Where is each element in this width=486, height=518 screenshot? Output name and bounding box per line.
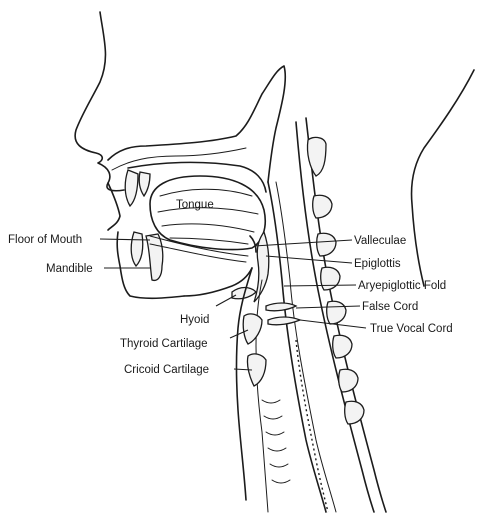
thyroid-cartilage — [243, 314, 262, 344]
floor-of-mouth-label: Floor of Mouth — [8, 234, 82, 246]
leader-valleculae — [254, 240, 352, 246]
leader-aryepiglottic — [284, 285, 356, 286]
aryepiglottic-fold-label: Aryepiglottic Fold — [358, 280, 446, 292]
vallecula — [250, 236, 256, 252]
larynx-inner-wall — [256, 280, 268, 512]
hyoid-label: Hyoid — [180, 314, 209, 326]
face-profile-outline — [75, 12, 124, 191]
epiglottis-label: Epiglottis — [354, 258, 401, 270]
tongue-label: Tongue — [176, 199, 214, 211]
false-cord-shape — [266, 303, 296, 311]
tongue-outline — [150, 176, 265, 250]
upper-incisor — [125, 170, 138, 206]
posterior-neck-outline — [412, 70, 475, 286]
thyroid-cartilage-label: Thyroid Cartilage — [120, 338, 208, 350]
cricoid-cartilage-label: Cricoid Cartilage — [124, 364, 209, 376]
valleculae-label: Valleculae — [354, 235, 406, 247]
lower-incisor — [131, 232, 143, 266]
leader-epiglottis — [266, 256, 352, 263]
tracheal-rings — [262, 400, 290, 483]
posterior-pharyngeal-wall-inner — [276, 182, 336, 512]
larynx-anterior-wall — [237, 268, 253, 500]
spinal-canal-posterior — [306, 118, 386, 512]
nasal-cavity-outline — [108, 66, 285, 182]
tongue-texture — [158, 189, 258, 244]
false-cord-label: False Cord — [362, 301, 418, 313]
mandible-bone — [146, 234, 163, 280]
posterior-pharyngeal-wall — [268, 182, 326, 512]
mandible-label: Mandible — [46, 263, 93, 275]
upper-teeth — [139, 172, 150, 196]
true-vocal-cord-label: True Vocal Cord — [370, 323, 453, 335]
leader-hyoid — [216, 295, 236, 306]
esophagus-line — [296, 340, 328, 512]
